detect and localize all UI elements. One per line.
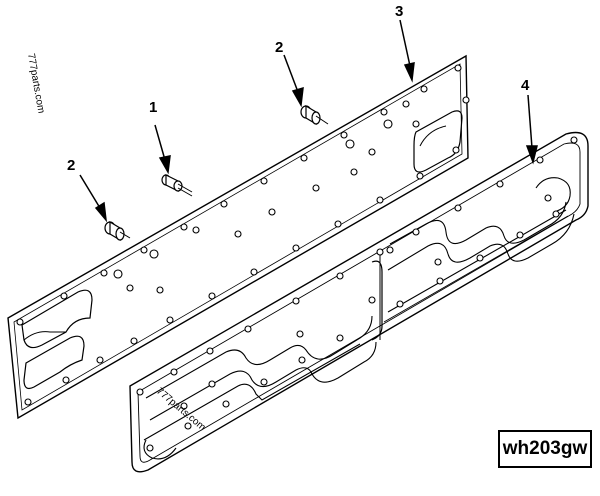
- callout-1: 1: [149, 99, 157, 116]
- plug-fitting-part-1: [161, 174, 193, 197]
- plug-part-2-right: [300, 104, 329, 126]
- reference-code-box: wh203gw: [498, 430, 592, 468]
- callout-2a: 2: [67, 157, 75, 174]
- cover-plate-bolt-holes: [16, 64, 470, 406]
- plug-part-2-left: [104, 220, 131, 242]
- gasket-bolt-holes: [136, 136, 578, 452]
- callout-arrows: [79, 19, 538, 223]
- callout-3: 3: [395, 3, 403, 20]
- callout-4: 4: [521, 77, 530, 94]
- watermark-top: 777parts.com: [25, 53, 46, 115]
- reference-code: wh203gw: [502, 438, 588, 459]
- watermark-bottom: 777parts.com: [154, 386, 207, 433]
- gasket: [129, 131, 589, 473]
- cover-plate: [7, 54, 469, 420]
- callout-2b: 2: [275, 39, 283, 56]
